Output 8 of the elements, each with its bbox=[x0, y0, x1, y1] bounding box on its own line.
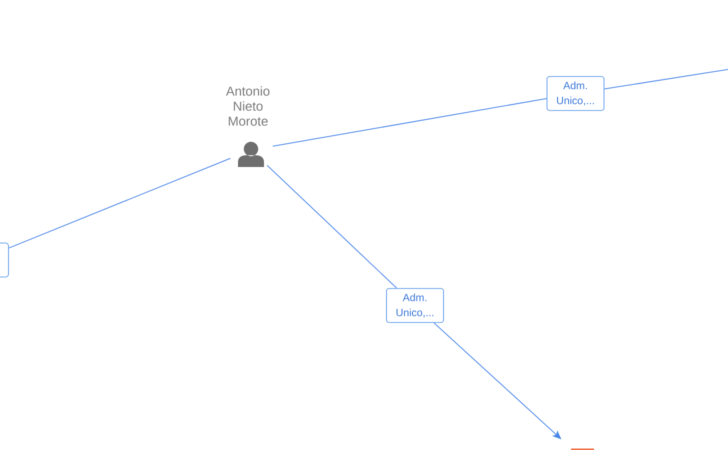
label-box: Adm. Unico,... bbox=[546, 76, 604, 111]
connector-line bbox=[604, 68, 728, 90]
person-name: Antonio Nieto Morote bbox=[226, 86, 270, 126]
connector-line bbox=[266, 164, 398, 289]
connector-line bbox=[272, 98, 548, 147]
label-box bbox=[0, 242, 9, 278]
label-box: Adm. Unico,... bbox=[386, 288, 444, 323]
connector-line bbox=[8, 158, 231, 248]
